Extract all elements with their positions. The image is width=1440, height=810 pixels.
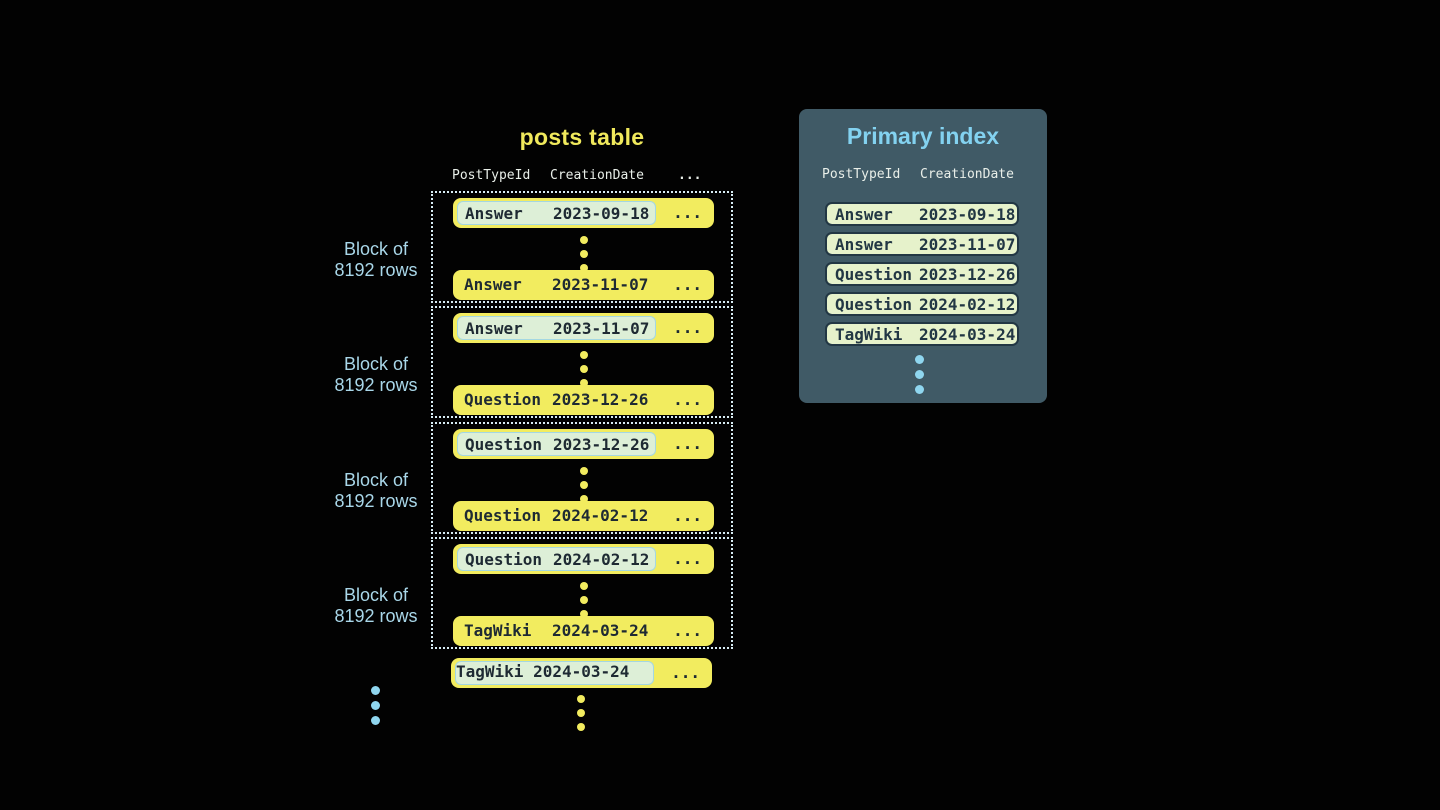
column-header-creationdate: CreationDate xyxy=(920,167,1014,182)
row-block: Answer 2023-09-18 ... Answer 2023-11-07 … xyxy=(431,191,733,303)
cell-posttypeid: Answer xyxy=(465,204,523,223)
cell-creationdate: 2024-03-24 xyxy=(533,662,630,681)
block-label: Block of 8192 rows xyxy=(334,470,418,511)
cell-more-ellipsis: ... xyxy=(673,203,702,222)
column-header-posttypeid: PostTypeId xyxy=(452,168,531,183)
cell-creationdate: 2023-12-26 xyxy=(553,435,650,454)
table-row-first: Answer 2023-11-07 ... xyxy=(453,313,714,343)
primary-index-panel: Primary index PostTypeId CreationDate An… xyxy=(799,109,1047,403)
cell-creationdate: 2023-12-26 xyxy=(552,390,649,409)
cell-posttypeid: Question xyxy=(464,506,542,525)
table-row-last: Question 2023-12-26 ... xyxy=(453,385,714,415)
cell-creationdate: 2023-11-07 xyxy=(552,275,649,294)
index-row: Question 2024-02-12 xyxy=(825,292,1019,316)
cell-creationdate: 2023-11-07 xyxy=(919,235,1016,254)
row-block: Question 2024-02-12 ... TagWiki 2024-03-… xyxy=(431,537,733,649)
cell-more-ellipsis: ... xyxy=(673,621,702,640)
more-rows-dots xyxy=(577,692,585,734)
cell-creationdate: 2023-11-07 xyxy=(553,319,650,338)
row-block: Question 2023-12-26 ... Question 2024-02… xyxy=(431,422,733,534)
primary-index-title: Primary index xyxy=(846,123,1000,149)
index-row: Answer 2023-09-18 xyxy=(825,202,1019,226)
cell-posttypeid: Answer xyxy=(465,319,523,338)
cell-posttypeid: Answer xyxy=(835,205,893,224)
cell-posttypeid: Answer xyxy=(464,275,522,294)
hidden-rows-dots xyxy=(580,464,588,506)
hidden-rows-dots xyxy=(580,579,588,621)
cell-more-ellipsis: ... xyxy=(673,318,702,337)
table-row-last: TagWiki 2024-03-24 ... xyxy=(453,616,714,646)
hidden-rows-dots xyxy=(580,233,588,275)
cell-more-ellipsis: ... xyxy=(671,663,700,682)
table-row-first: Question 2024-02-12 ... xyxy=(453,544,714,574)
cell-posttypeid: TagWiki xyxy=(456,662,524,681)
table-row-first: Answer 2023-09-18 ... xyxy=(453,198,714,228)
cell-posttypeid: TagWiki xyxy=(464,621,532,640)
block-label: Block of 8192 rows xyxy=(334,354,418,395)
indexed-values-highlight: Answer 2023-09-18 xyxy=(457,201,656,225)
more-blocks-dots xyxy=(371,683,380,728)
cell-more-ellipsis: ... xyxy=(673,434,702,453)
cell-more-ellipsis: ... xyxy=(673,275,702,294)
column-header-more-ellipsis: ... xyxy=(678,168,702,183)
table-row-next-block-first: TagWiki 2024-03-24 ... xyxy=(451,658,712,688)
cell-creationdate: 2024-02-12 xyxy=(919,295,1016,314)
table-row-last: Answer 2023-11-07 ... xyxy=(453,270,714,300)
cell-posttypeid: TagWiki xyxy=(835,325,903,344)
cell-posttypeid: Question xyxy=(464,390,542,409)
index-row: Question 2023-12-26 xyxy=(825,262,1019,286)
cell-posttypeid: Question xyxy=(835,265,913,284)
table-row-first: Question 2023-12-26 ... xyxy=(453,429,714,459)
cell-creationdate: 2024-03-24 xyxy=(552,621,649,640)
cell-more-ellipsis: ... xyxy=(673,390,702,409)
cell-creationdate: 2024-03-24 xyxy=(919,325,1016,344)
cell-creationdate: 2024-02-12 xyxy=(553,550,650,569)
cell-more-ellipsis: ... xyxy=(673,549,702,568)
cell-creationdate: 2023-09-18 xyxy=(553,204,650,223)
cell-more-ellipsis: ... xyxy=(673,506,702,525)
indexed-values-highlight: Answer 2023-11-07 xyxy=(457,316,656,340)
index-row: Answer 2023-11-07 xyxy=(825,232,1019,256)
hidden-rows-dots xyxy=(580,348,588,390)
indexed-values-highlight: TagWiki 2024-03-24 xyxy=(455,661,654,685)
cell-posttypeid: Answer xyxy=(835,235,893,254)
column-header-posttypeid: PostTypeId xyxy=(822,167,901,182)
block-label: Block of 8192 rows xyxy=(334,585,418,626)
cell-posttypeid: Question xyxy=(465,550,543,569)
cell-creationdate: 2023-12-26 xyxy=(919,265,1016,284)
block-label: Block of 8192 rows xyxy=(334,239,418,280)
index-row: TagWiki 2024-03-24 xyxy=(825,322,1019,346)
row-block: Answer 2023-11-07 ... Question 2023-12-2… xyxy=(431,306,733,418)
column-header-creationdate: CreationDate xyxy=(550,168,644,183)
cell-creationdate: 2023-09-18 xyxy=(919,205,1016,224)
posts-table-column-headers: PostTypeId CreationDate ... xyxy=(0,168,1440,186)
cell-posttypeid: Question xyxy=(835,295,913,314)
cell-creationdate: 2024-02-12 xyxy=(552,506,649,525)
indexed-values-highlight: Question 2024-02-12 xyxy=(457,547,656,571)
posts-table-title: posts table xyxy=(519,124,645,150)
table-row-last: Question 2024-02-12 ... xyxy=(453,501,714,531)
more-index-entries-dots xyxy=(915,352,924,397)
indexed-values-highlight: Question 2023-12-26 xyxy=(457,432,656,456)
cell-posttypeid: Question xyxy=(465,435,543,454)
